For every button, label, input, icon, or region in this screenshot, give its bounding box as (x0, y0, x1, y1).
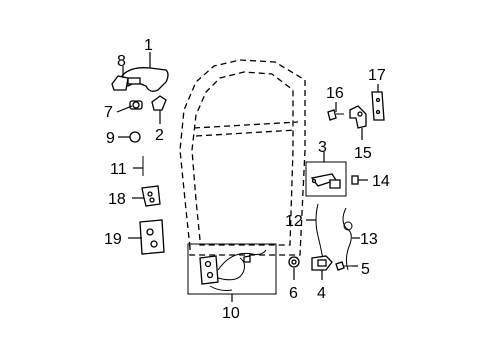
lock-module-box (187, 243, 277, 295)
callout-16: 16 (326, 85, 344, 102)
callout-8: 8 (117, 53, 126, 70)
striker-plate-part (371, 91, 385, 121)
handle-cap-part (111, 75, 129, 91)
callout-17: 17 (368, 67, 386, 84)
callout-10: 10 (222, 305, 240, 322)
grommet-part (288, 256, 300, 268)
door-outline (179, 59, 306, 256)
inside-handle-box (305, 161, 347, 197)
callout-13: 13 (360, 231, 378, 248)
callout-15: 15 (354, 145, 372, 162)
leader-7 (116, 105, 133, 113)
callout-18: 18 (108, 191, 126, 208)
callout-19: 19 (104, 231, 122, 248)
door-check-part (311, 255, 333, 271)
callout-6: 6 (289, 285, 298, 302)
callout-11: 11 (110, 161, 127, 178)
bracket-part (141, 185, 161, 207)
lock-cylinder-part (129, 100, 143, 110)
callout-3: 3 (318, 139, 327, 156)
callout-4: 4 (317, 285, 326, 302)
clip-part (351, 175, 359, 185)
screw-part (335, 261, 352, 271)
escutcheon-part (151, 95, 167, 111)
callout-7: 7 (104, 104, 113, 121)
callout-14: 14 (372, 173, 390, 190)
callout-5: 5 (361, 261, 370, 278)
callout-1: 1 (144, 37, 153, 54)
latch-part (139, 219, 165, 255)
outside-handle-part (121, 67, 169, 92)
callout-9: 9 (106, 130, 115, 147)
hinge-part (349, 105, 367, 129)
callout-2: 2 (155, 127, 164, 144)
loop-cable-part (342, 207, 353, 271)
callout-12: 12 (285, 213, 303, 230)
plug-part (129, 131, 141, 143)
bolt-part (327, 109, 344, 121)
